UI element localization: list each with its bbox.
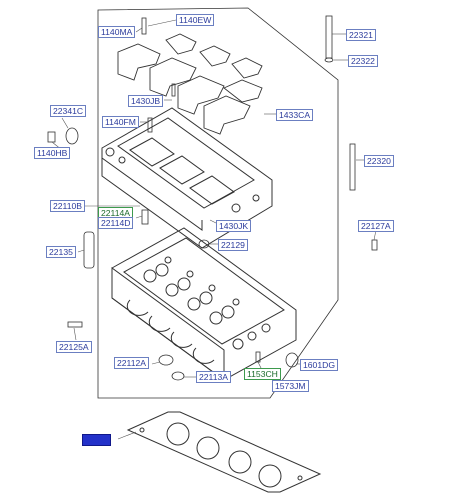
part-label-22127A[interactable]: 22127A xyxy=(358,220,394,232)
cylinder-22135 xyxy=(83,231,95,269)
seal-22113A xyxy=(171,371,185,381)
part-label-1140HB[interactable]: 1140HB xyxy=(34,147,71,159)
part-label-22114D[interactable]: 22114D xyxy=(98,217,134,229)
part-label-22135[interactable]: 22135 xyxy=(46,246,76,258)
head-bolt-22320 xyxy=(349,143,356,191)
part-label-22321[interactable]: 22321 xyxy=(346,29,376,41)
washer-22322 xyxy=(324,57,334,63)
part-label-1430JK[interactable]: 1430JK xyxy=(216,220,252,232)
part-label-22112A[interactable]: 22112A xyxy=(114,357,149,369)
part-label-1433CA[interactable]: 1433CA xyxy=(276,109,314,121)
assembly-frame xyxy=(97,7,339,399)
part-label-1430JB[interactable]: 1430JB xyxy=(128,95,164,107)
camshaft-carrier xyxy=(101,107,273,249)
plug-1601DG xyxy=(285,352,299,368)
bolt-1140FM xyxy=(147,117,153,133)
pin-22125A xyxy=(67,321,83,328)
bolt-1140MA xyxy=(141,17,147,35)
head-gasket xyxy=(126,411,322,493)
part-label-1601DG[interactable]: 1601DG xyxy=(300,359,339,371)
part-label-1140MA[interactable]: 1140MA xyxy=(98,26,136,38)
part-label-22322[interactable]: 22322 xyxy=(348,55,378,67)
part-label-22129[interactable]: 22129 xyxy=(218,239,248,251)
bolt-1140HB xyxy=(47,131,56,143)
plug-1430JB xyxy=(171,83,176,97)
part-label-1140FM[interactable]: 1140FM xyxy=(102,116,139,128)
part-label-1573JM[interactable]: 1573JM xyxy=(272,380,309,392)
dowel-22114 xyxy=(141,209,149,225)
cap-22129 xyxy=(198,239,210,249)
part-label-1140EW[interactable]: 1140EW xyxy=(176,14,215,26)
part-label-22320[interactable]: 22320 xyxy=(364,155,394,167)
seal-22112A xyxy=(158,354,174,366)
seal-22341C xyxy=(65,127,79,145)
part-label-22341C[interactable]: 22341C xyxy=(50,105,87,117)
part-label-1153CH[interactable]: 1153CH xyxy=(244,368,281,380)
part-label-22311[interactable]: 22311 xyxy=(82,434,112,446)
part-label-22113A[interactable]: 22113A xyxy=(196,371,231,383)
head-bolt-22321 xyxy=(325,15,333,59)
camshaft-bearing-caps xyxy=(117,33,263,135)
part-label-22110B[interactable]: 22110B xyxy=(50,200,85,212)
part-label-22125A[interactable]: 22125A xyxy=(56,341,92,353)
pin-22127A xyxy=(371,239,378,251)
